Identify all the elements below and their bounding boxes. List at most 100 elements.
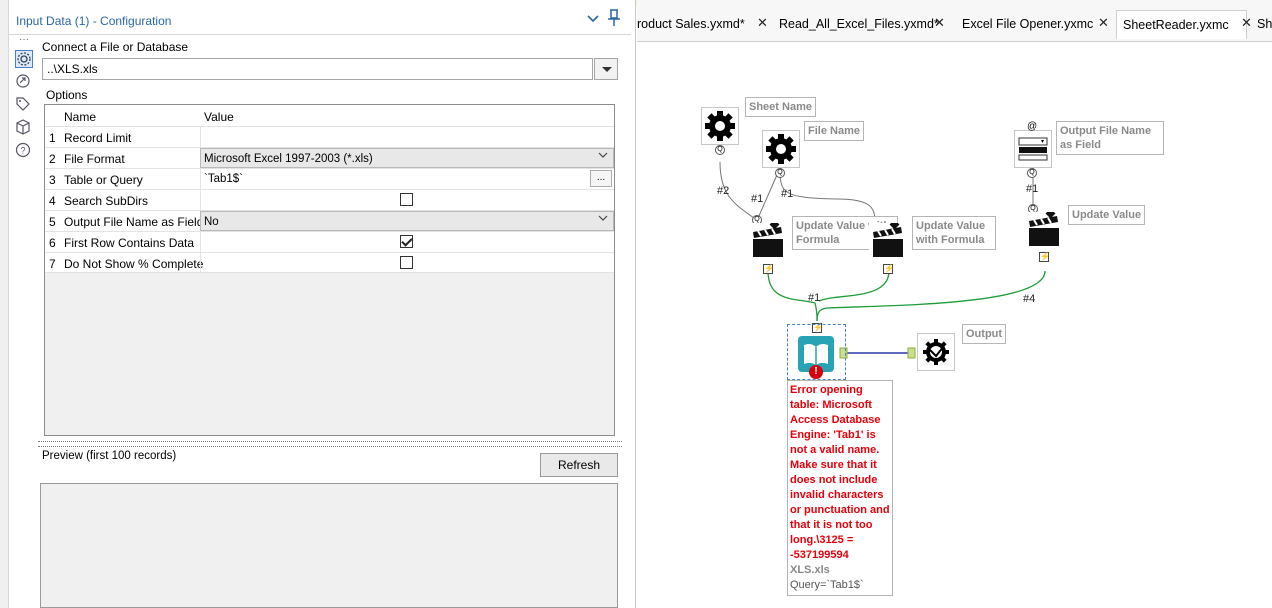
options-grid: Name Value 1 Record Limit 2 File Format … — [44, 104, 615, 436]
help-icon[interactable]: ? — [15, 142, 33, 160]
row-name: Table or Query — [64, 173, 143, 187]
tab-product-sales[interactable]: roduct Sales.yxmd* — [637, 17, 745, 31]
refresh-button[interactable]: Refresh — [540, 453, 618, 477]
file-format-select[interactable]: Microsoft Excel 1997-2003 (*.xls) — [200, 148, 614, 168]
connection-tag: #1 — [781, 188, 794, 200]
gear-icon[interactable] — [15, 50, 33, 68]
output-filename-select[interactable]: No — [200, 211, 614, 231]
chevron-down-icon[interactable] — [587, 12, 599, 27]
options-label: Options — [46, 88, 88, 102]
option-row-search-subdirs[interactable]: 4 Search SubDirs — [45, 189, 614, 210]
workflow-canvas[interactable]: Q Sheet Name Q File Name @ Q Output File — [637, 43, 1272, 608]
option-row-record-limit[interactable]: 1 Record Limit — [45, 126, 614, 147]
update-value-action[interactable] — [1025, 208, 1063, 250]
label-file-name: File Name — [804, 121, 864, 141]
bolt-anchor-icon[interactable]: ⚡ — [883, 264, 894, 274]
option-row-table-query[interactable]: 3 Table or Query `Tab1$` ... — [45, 168, 614, 189]
bolt-anchor-icon[interactable]: ⚡ — [763, 264, 774, 274]
tab-sheetreader[interactable]: SheetReader.yxmc — [1116, 10, 1247, 39]
clapperboard-icon — [1029, 208, 1059, 246]
close-icon[interactable]: ✕ — [1098, 15, 1109, 30]
search-subdirs-checkbox[interactable] — [400, 193, 413, 206]
more-dots-icon[interactable]: ··· — [19, 34, 29, 45]
config-title-bar: Input Data (1) - Configuration — [9, 7, 631, 35]
row-name: Record Limit — [64, 131, 132, 145]
row-name: File Format — [64, 152, 125, 166]
question-anchor[interactable]: Q — [715, 145, 725, 155]
tag-icon[interactable] — [15, 96, 33, 114]
close-icon[interactable]: ✕ — [757, 15, 768, 30]
splitter-handle[interactable] — [38, 441, 622, 447]
gear-icon — [705, 111, 735, 141]
option-row-first-row-data[interactable]: 6 First Row Contains Data — [45, 231, 614, 252]
bolt-anchor-icon[interactable]: ⚡ — [1039, 252, 1050, 262]
label-sheet-name: Sheet Name — [745, 97, 816, 117]
option-row-no-percent[interactable]: 7 Do Not Show % Complete — [45, 252, 614, 273]
file-dropdown-button[interactable] — [594, 58, 618, 80]
update-formula-action-2[interactable] — [869, 219, 907, 261]
option-row-output-filename[interactable]: 5 Output File Name as Field No — [45, 210, 614, 231]
question-anchor[interactable]: Q — [775, 168, 785, 178]
row-value: `Tab1$` — [204, 173, 243, 185]
question-anchor[interactable]: Q — [1027, 168, 1037, 178]
cube-icon[interactable] — [15, 119, 33, 137]
chevron-down-icon — [598, 213, 608, 226]
tab-sh[interactable]: Sh — [1257, 17, 1272, 31]
sheet-name-interface-tool[interactable] — [701, 107, 739, 145]
row-value: Microsoft Excel 1997-2003 (*.xls) — [204, 153, 373, 165]
connections-layer — [719, 161, 1046, 359]
pin-icon[interactable] — [607, 9, 621, 30]
connect-label: Connect a File or Database — [42, 40, 189, 54]
output-filename-interface-tool[interactable] — [1014, 130, 1052, 168]
first-row-data-cell — [200, 232, 614, 252]
row-name: First Row Contains Data — [64, 236, 195, 250]
document-tab-bar: roduct Sales.yxmd* ✕ Read_All_Excel_File… — [637, 0, 1272, 42]
first-row-data-checkbox[interactable] — [400, 235, 413, 248]
table-query-value[interactable]: `Tab1$` ... — [200, 169, 614, 189]
clapperboard-icon — [753, 219, 783, 257]
row-name: Search SubDirs — [64, 194, 149, 208]
row-number: 2 — [49, 152, 56, 166]
row-name: Do Not Show % Complete — [64, 257, 204, 271]
close-icon[interactable]: ✕ — [934, 15, 945, 30]
config-title: Input Data (1) - Configuration — [16, 14, 172, 28]
preview-label: Preview (first 100 records) — [42, 450, 177, 462]
left-edge-strip — [0, 0, 9, 608]
connection-tag: #2 — [717, 185, 730, 197]
output-gear-icon — [923, 339, 949, 365]
search-subdirs-cell — [200, 190, 614, 210]
col-value-header: Value — [204, 110, 234, 124]
label-output-file-name: Output File Name as Field — [1056, 121, 1164, 155]
close-icon[interactable]: ✕ — [1241, 15, 1252, 30]
input-data-selection[interactable] — [787, 324, 846, 380]
tab-excel-file-opener[interactable]: Excel File Opener.yxmc — [962, 17, 1094, 31]
col-name-header: Name — [64, 110, 97, 124]
output-tool[interactable] — [917, 333, 955, 371]
no-percent-checkbox[interactable] — [400, 256, 413, 269]
bolt-anchor-icon[interactable]: ⚡ — [812, 323, 823, 333]
row-number: 5 — [49, 215, 56, 229]
error-annotation: Error opening table: Microsoft Access Da… — [787, 380, 893, 596]
gear-icon — [766, 134, 796, 164]
connection-icon[interactable] — [15, 73, 33, 91]
tab-read-all-excel[interactable]: Read_All_Excel_Files.yxmd* — [779, 17, 939, 31]
connection-tag: #4 — [1023, 293, 1036, 305]
book-icon — [798, 336, 834, 372]
update-formula-action-1[interactable] — [749, 219, 787, 261]
row-value: No — [204, 216, 219, 228]
record-limit-value[interactable] — [200, 127, 614, 147]
file-name-interface-tool[interactable] — [762, 130, 800, 168]
table-query-browse-button[interactable]: ... — [590, 170, 612, 187]
file-path-input[interactable] — [42, 58, 593, 80]
top-strip — [0, 0, 1272, 7]
no-percent-cell — [200, 253, 614, 273]
option-row-file-format[interactable]: 2 File Format Microsoft Excel 1997-2003 … — [45, 147, 614, 168]
row-number: 7 — [49, 257, 56, 271]
row-number: 1 — [49, 131, 56, 145]
label-output: Output — [962, 324, 1007, 344]
error-icon: ! — [809, 365, 823, 379]
grid-header: Name Value — [45, 105, 614, 126]
connection-tag: #1 — [808, 292, 821, 304]
label-update-formula-2: Update Value with Formula — [912, 216, 996, 250]
at-anchor-icon: @ — [1027, 121, 1038, 132]
